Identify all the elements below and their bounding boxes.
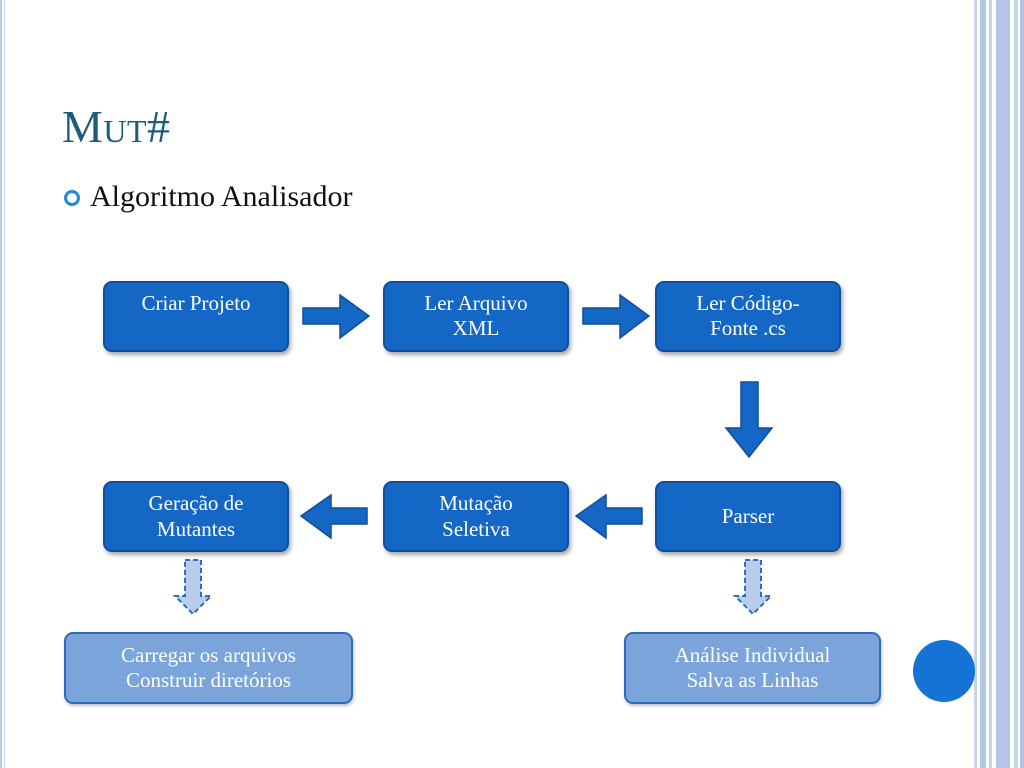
- left-arrow-icon: [299, 493, 368, 540]
- right-arrow-icon: [582, 293, 651, 340]
- bullet-ring-icon: [64, 190, 80, 206]
- dashed-down-arrow-icon: [732, 559, 774, 616]
- right-border: [974, 0, 1024, 768]
- bullet-text: Algoritmo Analisador: [90, 180, 353, 213]
- ler-arquivo-xml-label: Ler Arquivo XML: [424, 291, 528, 341]
- geracao-mutantes-box: Geração de Mutantes: [103, 481, 289, 552]
- parser-label: Parser: [721, 503, 775, 528]
- carregar-arquivos-label: Carregar os arquivos Construir diretório…: [121, 642, 296, 692]
- right-arrow-icon: [302, 293, 371, 340]
- left-border: [0, 0, 8, 768]
- analise-individual-label: Análise Individual Salva as Linhas: [674, 642, 831, 692]
- criar-projeto-label: Criar Projeto: [141, 291, 251, 315]
- ler-codigo-fonte-label: Ler Código- Fonte .cs: [696, 291, 800, 341]
- mutacao-seletiva-label: Mutação Seletiva: [439, 491, 513, 541]
- decorative-circle: [913, 640, 975, 702]
- parser-box: Parser: [655, 481, 841, 552]
- slide-title: Mut#: [62, 101, 171, 152]
- mutacao-seletiva-box: Mutação Seletiva: [383, 481, 569, 552]
- criar-projeto-box: Criar Projeto: [103, 281, 289, 352]
- ler-codigo-fonte-box: Ler Código- Fonte .cs: [655, 281, 841, 352]
- left-arrow-icon: [574, 493, 643, 540]
- analise-individual-box: Análise Individual Salva as Linhas: [624, 632, 881, 704]
- dashed-down-arrow-icon: [172, 559, 214, 616]
- carregar-arquivos-box: Carregar os arquivos Construir diretório…: [64, 632, 353, 704]
- geracao-mutantes-label: Geração de Mutantes: [148, 491, 244, 541]
- down-arrow-icon: [724, 381, 774, 459]
- ler-arquivo-xml-box: Ler Arquivo XML: [383, 281, 569, 352]
- bullet-item: Algoritmo Analisador: [64, 180, 352, 214]
